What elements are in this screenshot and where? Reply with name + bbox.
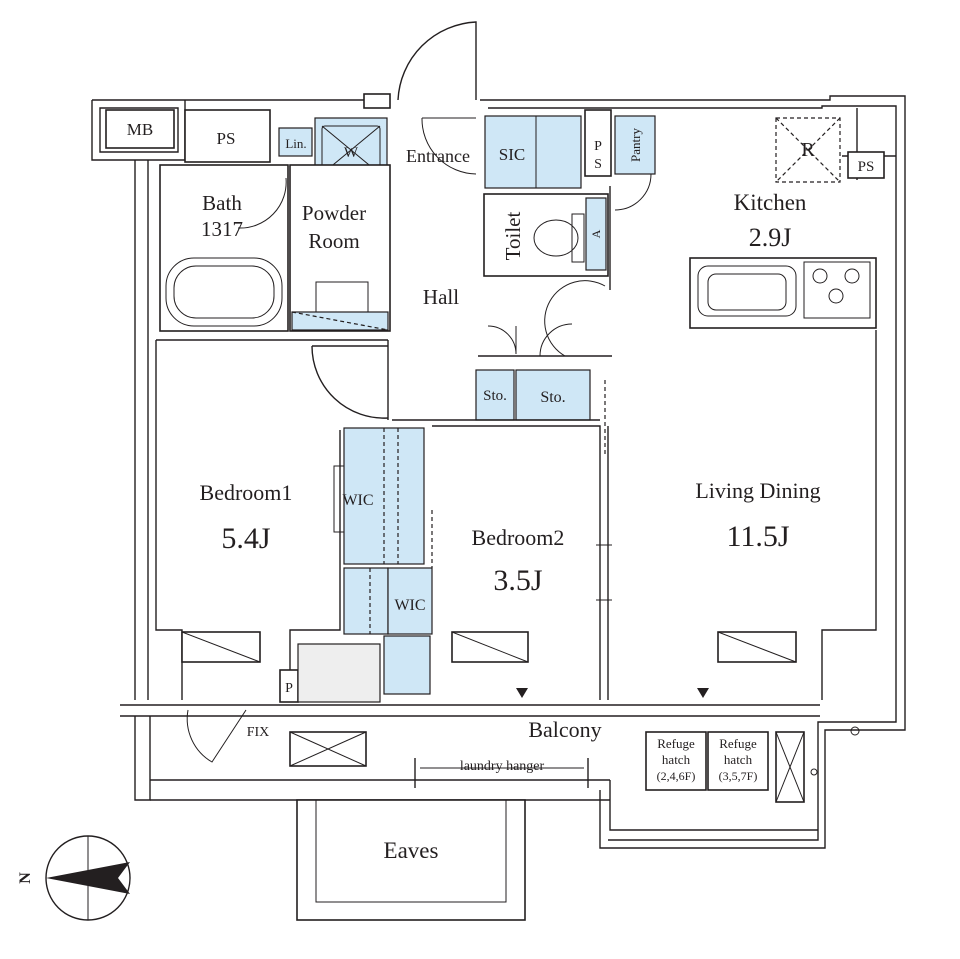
refuge-hatch-1-line2: hatch (662, 752, 691, 767)
bedroom1-size: 5.4J (221, 522, 271, 555)
storage-2[interactable] (515, 369, 591, 421)
refuge-hatch-2-line3: (3,5,7F) (719, 769, 758, 783)
linen-closet (278, 127, 313, 157)
refuge-hatch-1-line1: Refuge (657, 736, 695, 751)
living-dining (609, 186, 877, 700)
ps-small-s: S (594, 157, 602, 172)
ps-top-label: PS (217, 129, 236, 148)
sic-label: SIC (499, 145, 525, 164)
outdoor-unit (775, 731, 818, 803)
powder-room-label-1: Powder (302, 201, 366, 225)
ps-small (584, 109, 612, 177)
range-hood-label: R (801, 139, 815, 161)
bedroom1 (155, 339, 388, 700)
wic-2-label: WIC (394, 597, 425, 614)
mb-label: MB (127, 120, 153, 139)
refuge-hatch-1-line3: (2,4,6F) (657, 769, 696, 783)
linen-label: Lin. (285, 136, 306, 151)
laundry-hanger-label: laundry hanger (460, 759, 545, 774)
eaves-label: Eaves (384, 838, 439, 863)
bedroom2-size: 3.5J (493, 564, 543, 597)
washer-label: W (344, 145, 359, 161)
pipe-box (279, 643, 381, 703)
toilet-room (483, 193, 609, 277)
hall-doors (478, 280, 612, 357)
north-compass (45, 835, 131, 921)
kitchen-label: Kitchen (734, 190, 807, 215)
wic-1[interactable] (333, 427, 425, 565)
north-label: N (17, 872, 34, 884)
toilet-label: Toilet (501, 211, 525, 260)
mb-box (105, 109, 175, 149)
entrance-door (397, 21, 477, 175)
kitchen-counter (689, 257, 877, 329)
storage-1[interactable] (475, 369, 515, 421)
bath-room (159, 164, 289, 332)
ps-small-p: P (594, 139, 602, 154)
ps-right-box (847, 151, 885, 179)
bedroom2-label: Bedroom2 (472, 525, 565, 550)
refuge-hatch-1[interactable] (645, 731, 707, 791)
bath-size: 1317 (201, 217, 243, 241)
pipe-box-label: P (285, 681, 293, 696)
bedroom2 (432, 425, 612, 700)
ps-right-label: PS (858, 159, 875, 175)
balcony-label: Balcony (528, 717, 601, 742)
eaves-area (296, 799, 526, 921)
kitchen-size: 2.9J (749, 223, 792, 252)
pantry-label: Pantry (628, 128, 643, 162)
ps-top-box (184, 109, 271, 163)
pantry[interactable] (614, 115, 656, 211)
refuge-hatch-2[interactable] (707, 731, 769, 791)
wic-1-label: WIC (342, 492, 373, 509)
storage-1-label: Sto. (483, 388, 507, 404)
living-dining-size: 11.5J (726, 520, 789, 553)
powder-room (289, 164, 391, 332)
bath-label: Bath (202, 191, 242, 215)
range-hood (775, 117, 841, 183)
living-dining-label: Living Dining (695, 478, 820, 503)
bedroom1-door (311, 340, 600, 421)
powder-room-label-2: Room (308, 229, 359, 253)
toilet-a-label: A (589, 229, 603, 238)
bedroom1-label: Bedroom1 (200, 480, 293, 505)
refuge-hatch-2-line1: Refuge (719, 736, 757, 751)
storage-2-label: Sto. (540, 389, 565, 406)
hall-label: Hall (423, 285, 459, 309)
fix-label: FIX (247, 725, 270, 740)
balcony (186, 688, 709, 788)
entrance-label: Entrance (406, 146, 470, 166)
sic-closet[interactable] (484, 115, 582, 189)
wic-2[interactable] (343, 510, 433, 695)
refuge-hatch-2-line2: hatch (724, 752, 753, 767)
